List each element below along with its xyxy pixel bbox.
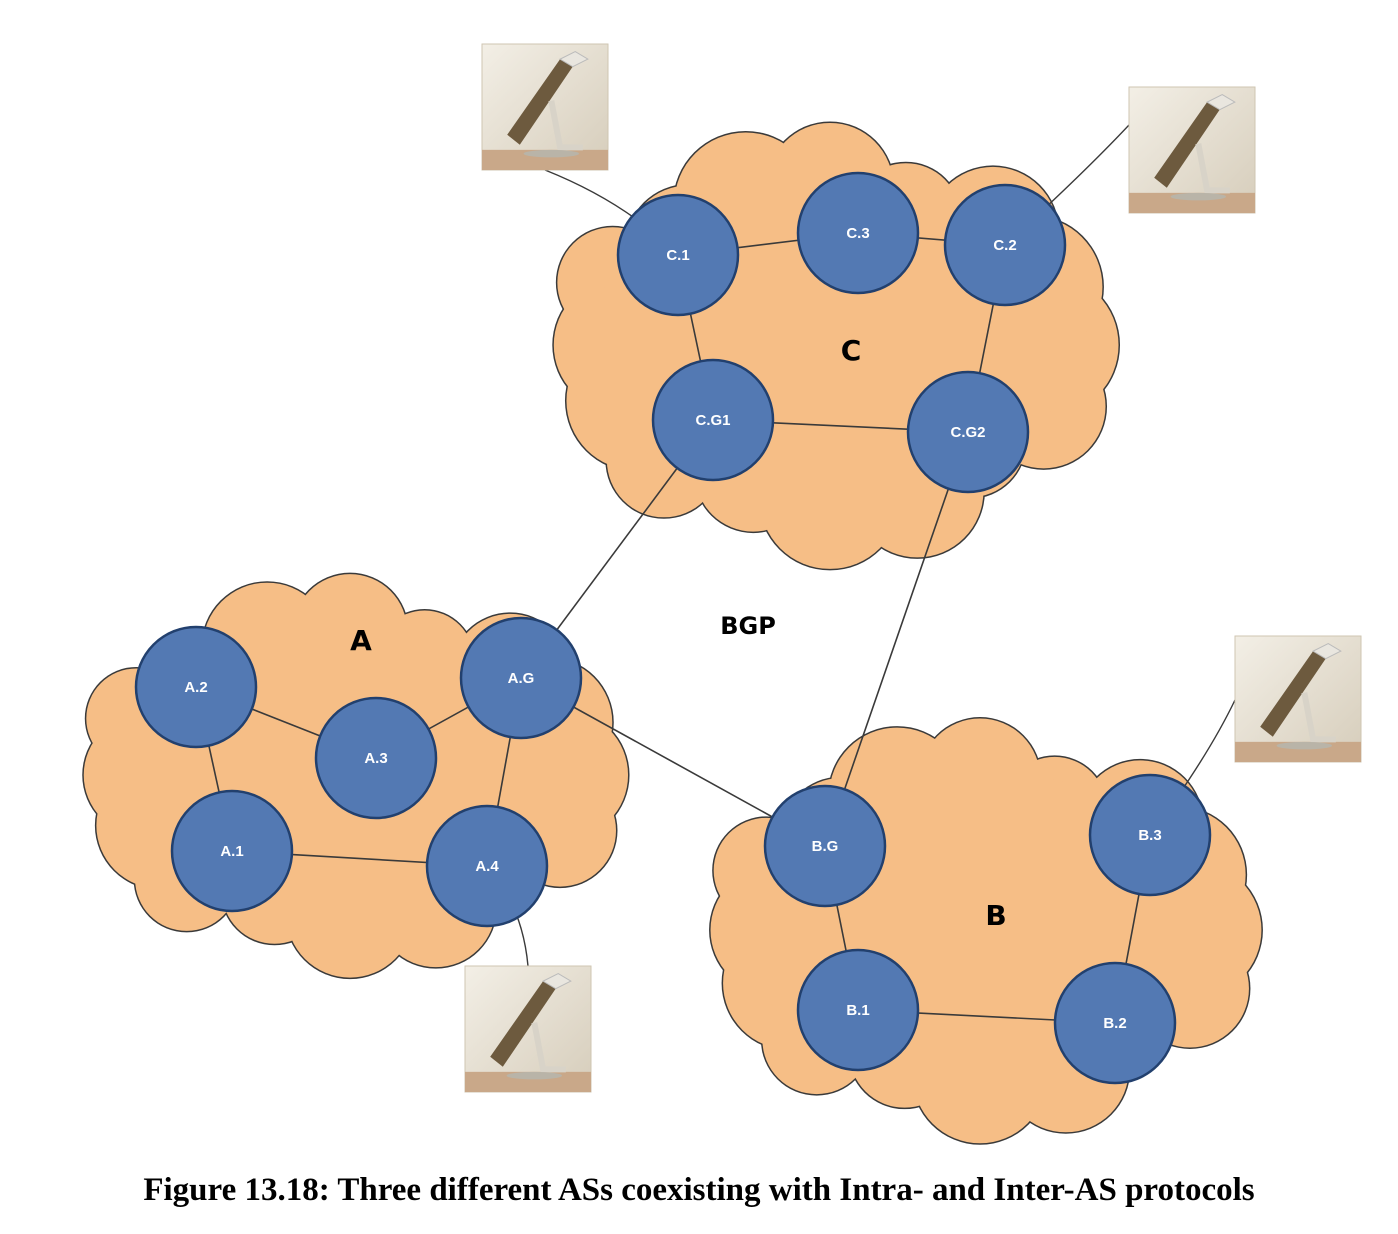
hosts (464, 43, 1362, 1093)
router-c-g2: C.G2 (906, 370, 1030, 494)
router-c-3: C.3 (796, 171, 920, 295)
router-label: C.G1 (695, 412, 730, 429)
host-c2-computer-icon (1004, 86, 1256, 246)
router-label: A.G (508, 670, 535, 687)
router-label: A.2 (184, 679, 207, 696)
router-b-3: B.3 (1088, 773, 1212, 897)
router-a-3: A.3 (314, 696, 438, 820)
router-b-g: B.G (763, 784, 887, 908)
router-label: B.3 (1138, 827, 1161, 844)
router-b-1: B.1 (796, 948, 920, 1072)
as-label-b: B (985, 899, 1006, 932)
router-label: A.4 (475, 858, 499, 875)
router-c-1: C.1 (616, 193, 740, 317)
router-label: B.1 (846, 1002, 869, 1019)
as-label-a: A (350, 624, 372, 657)
router-b-2: B.2 (1053, 961, 1177, 1085)
network-diagram: C.1 C.3C.2C.G1C.G2A.2A.3 A.G A.1A.4 B.G B.3B.… (82, 43, 1362, 1145)
router-c-2: C.2 (943, 183, 1067, 307)
router-label: B.2 (1103, 1015, 1126, 1032)
figure-caption: Figure 13.18: Three different ASs coexis… (143, 1172, 1255, 1208)
router-label: A.3 (364, 750, 387, 767)
router-a-g: A.G (459, 616, 583, 740)
host-c1-computer-icon (481, 43, 679, 256)
as-labels: A B C BGP (350, 334, 1007, 932)
routers: C.1 C.3C.2C.G1C.G2A.2A.3 A.G A.1A.4 B.G B.3B.… (134, 171, 1212, 1085)
router-a-1: A.1 (170, 789, 294, 913)
router-label: C.1 (666, 247, 689, 264)
bgp-label: BGP (720, 612, 776, 640)
router-label: A.1 (220, 843, 243, 860)
router-label: B.G (812, 838, 839, 855)
host-a4-computer-icon (464, 865, 592, 1093)
host-b3-computer-icon (1149, 635, 1362, 836)
router-label: C.3 (846, 225, 869, 242)
router-label: C.2 (993, 237, 1016, 254)
as-label-c: C (841, 334, 862, 367)
router-a-4: A.4 (425, 804, 549, 928)
router-c-g1: C.G1 (651, 358, 775, 482)
router-a-2: A.2 (134, 625, 258, 749)
router-label: C.G2 (950, 424, 985, 441)
link-cg2-bg (824, 431, 969, 847)
